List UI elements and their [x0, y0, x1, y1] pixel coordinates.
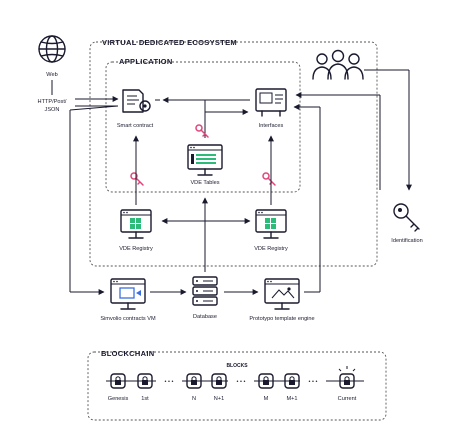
blocks-ellipsis: • • •: [237, 379, 246, 385]
web-label: Web: [46, 72, 57, 78]
block-label-m-plus-1: M+1: [286, 396, 297, 402]
users-icon: [312, 49, 364, 80]
block-label-m: M: [264, 396, 269, 402]
interfaces-icon: [255, 88, 287, 117]
key-icon: [195, 124, 209, 138]
interfaces-label: Interfaces: [259, 123, 284, 129]
block-label-current: Current: [338, 396, 357, 402]
block-n-plus-1: [211, 373, 227, 389]
smart-contract-icon: [122, 89, 151, 113]
smart-contract-label: Smart contract: [117, 123, 154, 129]
key-icon: [262, 172, 276, 186]
block-label-genesis: Genesis: [108, 396, 129, 402]
prototypo-monitor-icon: [264, 278, 300, 310]
blocks-ellipsis: • • •: [309, 379, 318, 385]
database-label: Database: [193, 314, 217, 320]
vde-registry-left-monitor-icon: [120, 209, 152, 239]
application-title: APPLICATION: [119, 57, 173, 66]
simvolio-vm-monitor-icon: [110, 278, 146, 310]
vde-registry-right-label: VDE Registry: [254, 246, 288, 252]
contract-loop-h: [69, 105, 119, 111]
key-icon: [130, 172, 144, 186]
block-label-n: N: [192, 396, 196, 402]
block-label-first: 1st: [141, 396, 149, 402]
block-first: [137, 373, 153, 389]
blockchain-title: BLOCKCHAIN: [101, 349, 154, 358]
block-m: [258, 373, 274, 389]
identification-key-icon: [393, 203, 420, 232]
ecosystem-container: [89, 41, 378, 267]
prototypo-label: Prototypo template engine: [249, 316, 314, 322]
block-current: [338, 366, 356, 389]
block-label-n-plus-1: N+1: [214, 396, 224, 402]
protocol-label-line1: HTTP/Post/: [38, 99, 67, 105]
block-m-plus-1: [284, 373, 300, 389]
vde-tables-monitor-icon: [187, 144, 223, 176]
vde-tables-label: VDE Tables: [190, 180, 219, 186]
globe-icon: [38, 35, 66, 63]
block-genesis: [110, 373, 126, 389]
database-server-icon: [192, 276, 218, 306]
blocks-title: BLOCKS: [226, 363, 248, 369]
vde-registry-right-monitor-icon: [255, 209, 287, 239]
identification-label: Identification: [391, 238, 422, 244]
block-n: [186, 373, 202, 389]
simvolio-vm-label: Simvolio contracts VM: [100, 316, 156, 322]
blocks-ellipsis: • • •: [165, 379, 174, 385]
protocol-label-line2: JSON: [45, 107, 60, 113]
vde-registry-left-label: VDE Registry: [119, 246, 153, 252]
ecosystem-title: VIRTUAL DEDICATED ECOSYSTEM: [102, 38, 237, 47]
application-container: [105, 61, 301, 193]
